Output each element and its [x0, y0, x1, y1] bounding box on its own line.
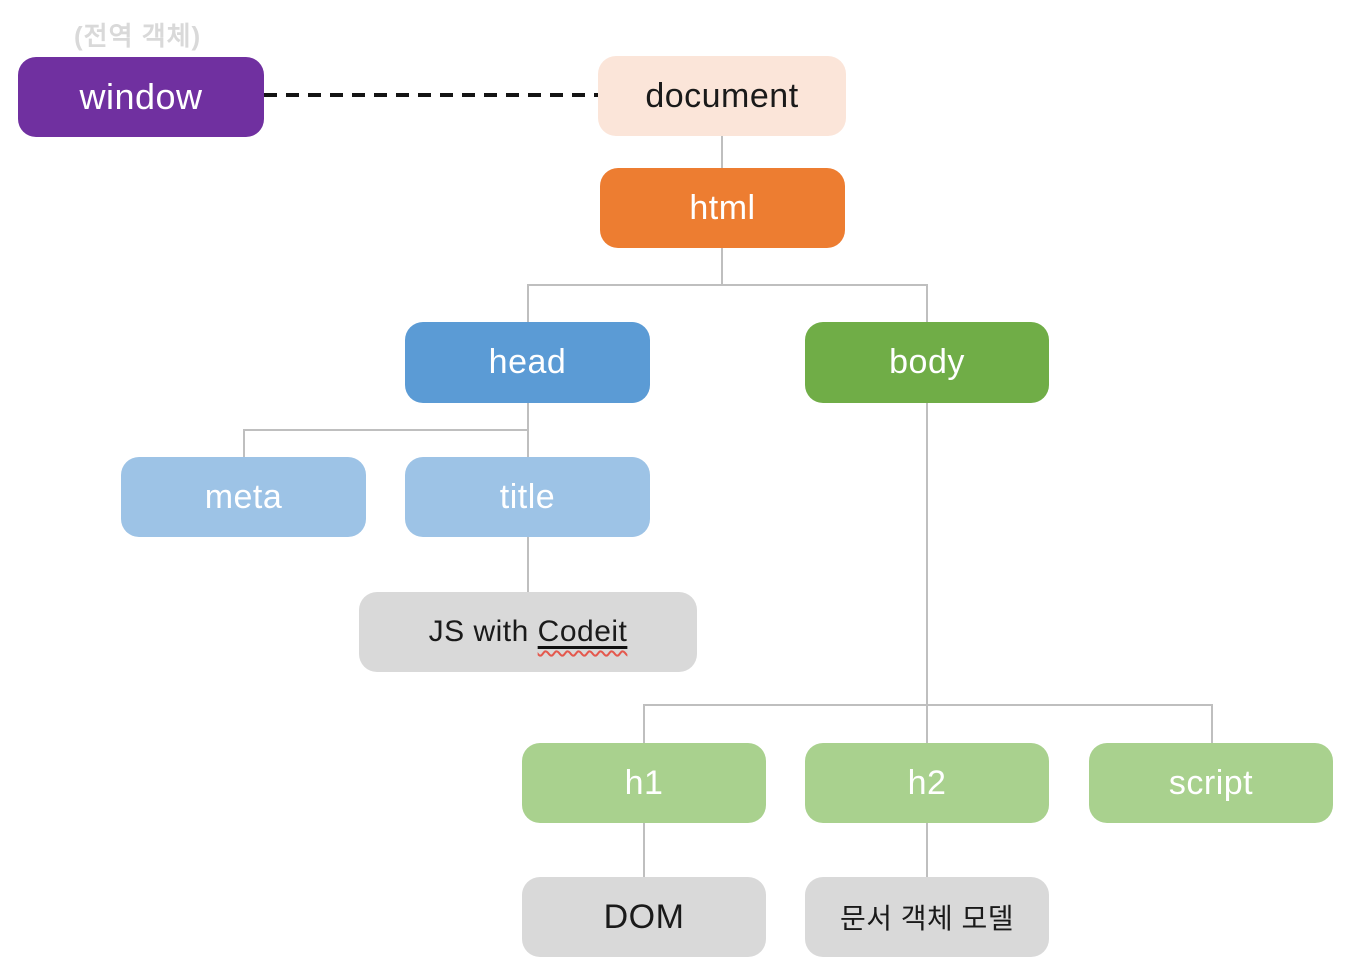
connector-meta-title-bar	[243, 429, 529, 431]
meta-node: meta	[121, 457, 366, 537]
head-node-label: head	[488, 343, 567, 381]
document-node: document	[598, 56, 846, 136]
connector-h1-h2-script-bar	[643, 704, 1213, 706]
title-node-label: title	[499, 477, 556, 516]
window-document-dashed-link	[264, 93, 598, 97]
connector-to-h2	[926, 705, 928, 743]
body-node: body	[805, 322, 1049, 403]
window-node: window	[18, 57, 264, 137]
connector-html-down	[721, 248, 723, 285]
connector-to-body	[926, 285, 928, 322]
connector-body-down	[926, 403, 928, 705]
script-node-label: script	[1168, 763, 1254, 802]
html-node: html	[600, 168, 845, 248]
body-node-label: body	[889, 343, 965, 381]
connector-document-html	[721, 136, 723, 168]
title-text-brand-word: Codeit	[537, 615, 628, 648]
connector-head-down	[527, 403, 529, 431]
h2-node-label: h2	[907, 763, 947, 802]
title-text-brand: Codeit	[538, 615, 628, 649]
dom-text-node: DOM	[522, 877, 766, 957]
connector-title-text	[527, 537, 529, 592]
meta-node-label: meta	[204, 477, 283, 516]
script-node: script	[1089, 743, 1333, 823]
connector-to-script	[1211, 705, 1213, 743]
document-node-label: document	[645, 76, 799, 115]
h1-node: h1	[522, 743, 766, 823]
connector-to-title	[527, 430, 529, 457]
connector-h2-dom-korean	[926, 823, 928, 877]
head-node: head	[405, 322, 650, 403]
title-text-prefix: JS with	[428, 615, 538, 648]
connector-h1-dom	[643, 823, 645, 877]
h1-node-label: h1	[624, 763, 664, 802]
title-text-node: JS with Codeit	[359, 592, 697, 672]
window-node-label: window	[79, 76, 203, 117]
h2-node: h2	[805, 743, 1049, 823]
connector-to-meta	[243, 430, 245, 457]
connector-to-head	[527, 285, 529, 322]
global-object-note: (전역 객체)	[74, 21, 202, 51]
title-node: title	[405, 457, 650, 537]
connector-to-h1	[643, 705, 645, 743]
dom-korean-text-label: 문서 객체 모델	[839, 903, 1015, 934]
html-node-label: html	[689, 188, 756, 227]
dom-korean-text-node: 문서 객체 모델	[805, 877, 1049, 957]
connector-head-body-bar	[527, 284, 928, 286]
dom-text-label: DOM	[603, 897, 685, 936]
